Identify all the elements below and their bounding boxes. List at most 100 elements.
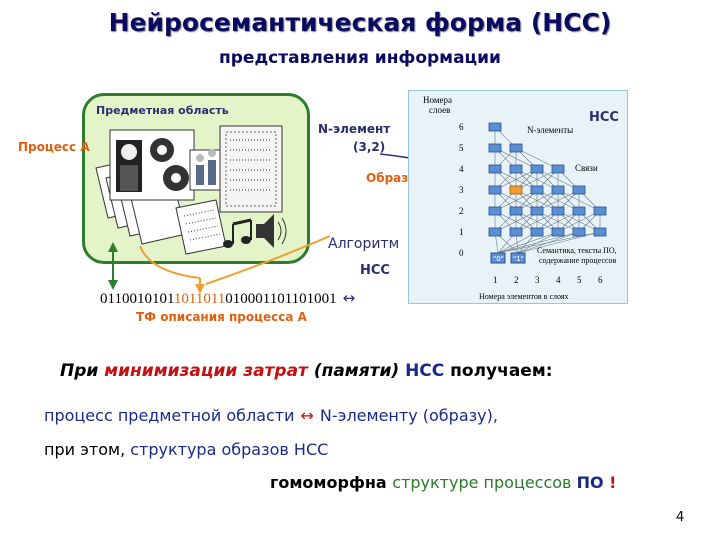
input-edge xyxy=(517,231,580,254)
nss-network-svg: Номера слоев НСС N-элементы Связи 654321… xyxy=(423,95,619,301)
process-a-label: Процесс А xyxy=(18,140,90,154)
network-edge xyxy=(494,168,538,191)
n-element-node xyxy=(551,227,565,237)
code-highlight: 1011011 xyxy=(174,291,226,307)
n-element-node xyxy=(551,164,565,174)
network-nodes xyxy=(488,122,607,237)
line1-b: N-элементу (образу), xyxy=(319,406,498,425)
binary-code-line: 01100101011011011010001101101001↔ xyxy=(100,289,355,308)
subject-domain-label: Предметная область xyxy=(96,104,229,117)
input-edge xyxy=(517,231,601,254)
min-suffix: получаем: xyxy=(444,361,553,381)
code-suffix: 010001101101001 xyxy=(225,291,337,307)
line3-excl: ! xyxy=(603,473,617,492)
input-node-0-label: "0" xyxy=(493,255,504,263)
layer-tick: 5 xyxy=(459,143,464,153)
nss-label: НСС xyxy=(360,263,390,278)
n-element-node xyxy=(593,227,607,237)
layer-axis-title-2: слоев xyxy=(429,105,450,115)
network-edge xyxy=(494,189,538,212)
network-edge xyxy=(536,189,580,212)
network-edge xyxy=(515,147,559,170)
n-element-node xyxy=(530,206,544,216)
line2-a: при этом, xyxy=(44,440,131,459)
n-element-node xyxy=(509,164,523,174)
double-arrow-icon: ↔ xyxy=(342,289,356,307)
semantics-label-1: Семантика, тексты ПО, xyxy=(537,246,617,255)
highlighted-n-element xyxy=(509,185,523,195)
element-tick: 2 xyxy=(514,275,519,285)
element-tick: 1 xyxy=(493,275,498,285)
image-a-label: Образ А xyxy=(366,171,422,185)
n-element-node xyxy=(488,227,502,237)
page-title: Нейросемантическая форма (НСС) xyxy=(108,8,612,37)
n-element-node xyxy=(530,227,544,237)
n-element-node xyxy=(509,227,523,237)
network-edge xyxy=(536,168,580,191)
n-element-node xyxy=(572,206,586,216)
structure-line: при этом, структура образов НСС xyxy=(44,440,328,459)
layer-tick: 4 xyxy=(459,164,464,174)
n-element-node xyxy=(488,185,502,195)
note-icon xyxy=(175,199,227,255)
network-edge xyxy=(515,189,559,212)
min-prefix: При xyxy=(60,361,105,381)
n-element-node xyxy=(551,185,565,195)
element-axis-title: Номера элементов в слоях xyxy=(479,292,569,301)
network-edge xyxy=(494,210,538,233)
network-edge xyxy=(557,210,601,233)
homomorphism-line: гомоморфна структуре процессов ПО ! xyxy=(270,473,616,492)
network-edge xyxy=(557,189,601,212)
n-element-coords: (3,2) xyxy=(353,140,386,154)
element-tick: 4 xyxy=(556,275,561,285)
links-label: Связи xyxy=(575,163,598,173)
layer-tick: 6 xyxy=(459,122,464,132)
n-element-label: N-элемент (3,2) xyxy=(318,120,390,156)
minimization-statement: При минимизации затрат (памяти) НСС полу… xyxy=(60,361,553,381)
n-elements-label: N-элементы xyxy=(527,125,573,135)
min-middle: (памяти) xyxy=(307,361,406,381)
tf-description-label: ТФ описания процесса А xyxy=(136,310,307,324)
network-edge xyxy=(494,147,538,170)
layer-tick: 1 xyxy=(459,227,464,237)
element-tick: 3 xyxy=(535,275,540,285)
element-tick: 5 xyxy=(577,275,582,285)
n-element-node xyxy=(488,143,502,153)
n-element-node xyxy=(488,206,502,216)
n-element-node xyxy=(509,143,523,153)
n-element-node xyxy=(488,122,502,132)
min-nss: НСС xyxy=(405,361,445,381)
page-number: 4 xyxy=(676,510,685,525)
line3-a: гомоморфна xyxy=(270,473,393,492)
orange-arrow-to-code xyxy=(139,245,205,294)
page-subtitle: представления информации xyxy=(219,48,501,68)
layer-axis-title-1: Номера xyxy=(423,95,452,105)
layer-tick: 0 xyxy=(459,248,464,258)
min-red: минимизации затрат xyxy=(104,361,308,381)
n-element-name: N-элемент xyxy=(318,122,391,136)
n-element-node xyxy=(572,227,586,237)
n-element-node xyxy=(509,206,523,216)
network-edge xyxy=(536,210,580,233)
sound-icon xyxy=(223,214,287,248)
green-double-arrow xyxy=(108,242,118,290)
n-element-node xyxy=(551,206,565,216)
n-element-node xyxy=(572,185,586,195)
n-element-node xyxy=(488,164,502,174)
orange-arrow-from-nss xyxy=(205,235,331,285)
line3-po: ПО xyxy=(576,473,604,492)
algorithm-label: Алгоритм xyxy=(328,236,400,252)
n-element-node xyxy=(530,164,544,174)
input-node-0 xyxy=(490,252,506,264)
input-edge xyxy=(497,231,559,254)
network-edge xyxy=(515,210,559,233)
correspondence-arrow-icon: ↔ xyxy=(300,406,314,425)
n-element-node xyxy=(593,206,607,216)
network-edge xyxy=(515,168,559,191)
line3-b: структуре процессов xyxy=(392,473,577,492)
semantics-label-2: содержание процессов xyxy=(539,256,617,265)
layer-tick: 3 xyxy=(459,185,464,195)
